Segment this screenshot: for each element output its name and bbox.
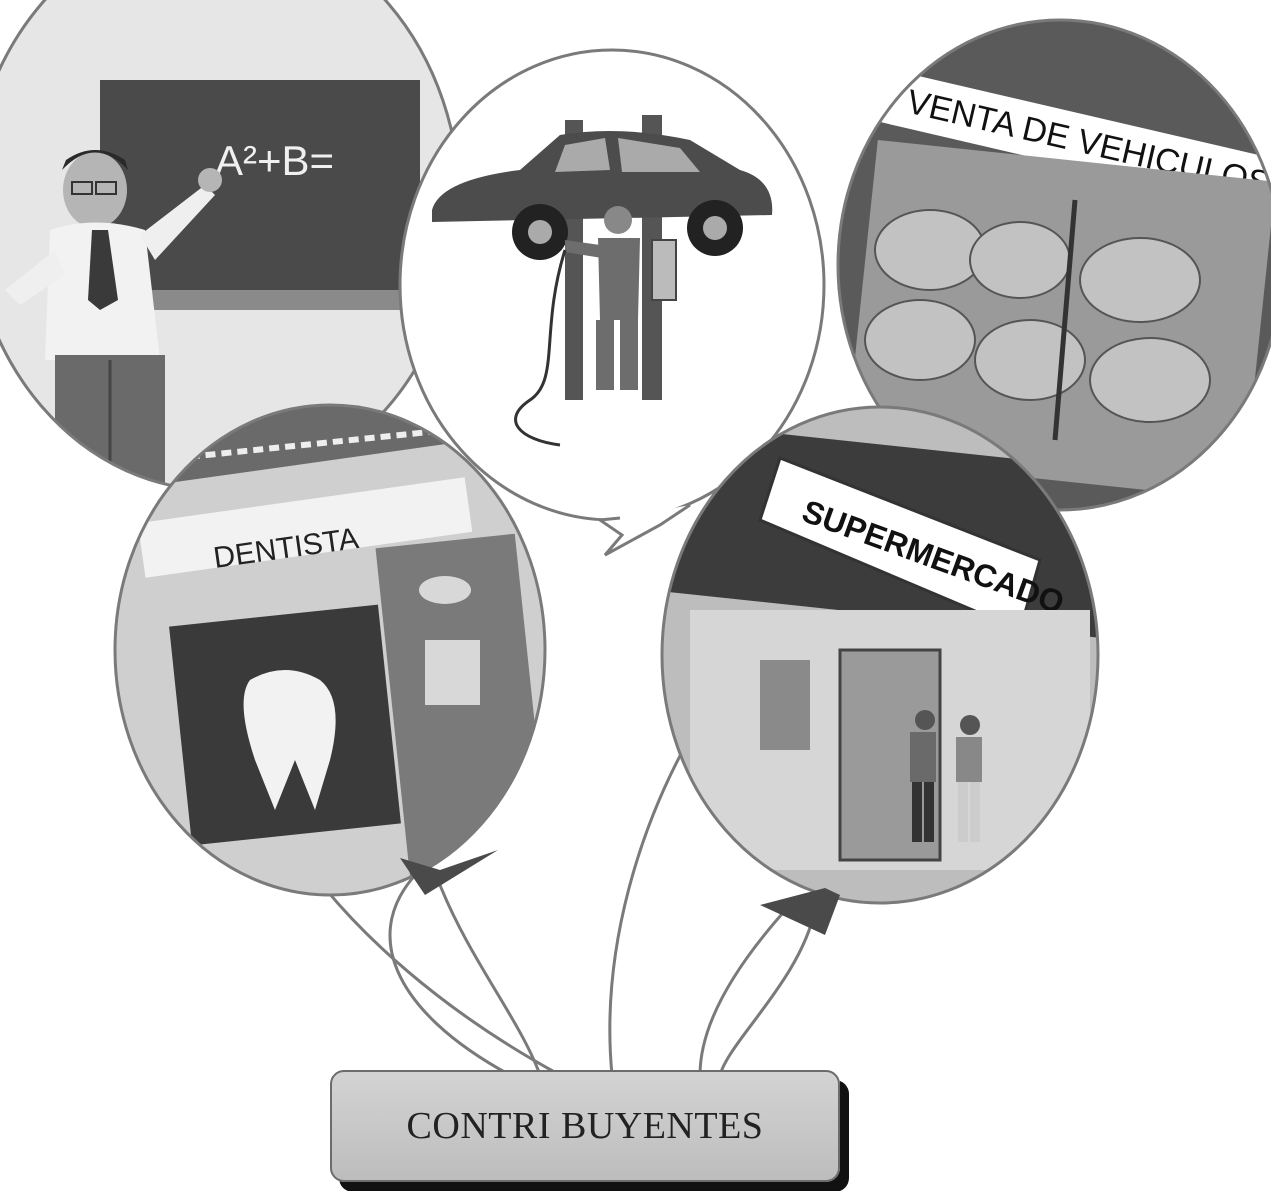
chalkboard-formula: A²+B= [215, 137, 334, 184]
balloon-knot [760, 888, 840, 935]
contribuyentes-label: CONTRI BUYENTES [330, 1070, 840, 1182]
contribuyentes-label-text: CONTRI BUYENTES [407, 1104, 764, 1148]
